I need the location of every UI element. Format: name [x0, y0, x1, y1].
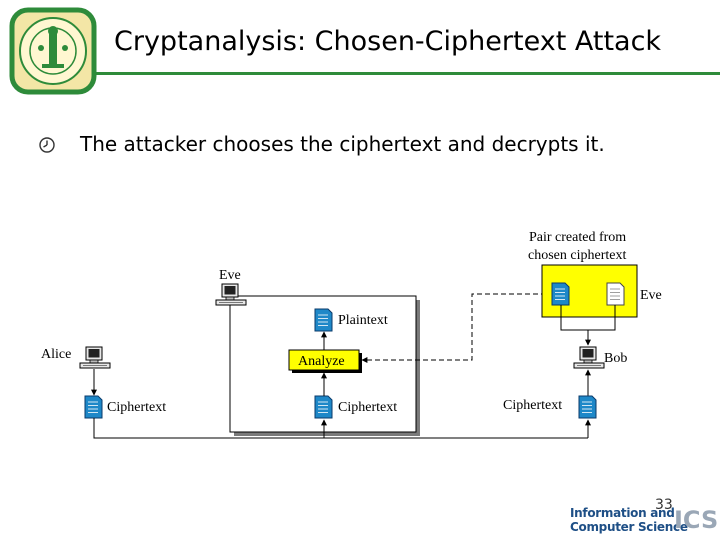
eve-right-label: Eve — [640, 288, 662, 303]
eve-top-computer-icon — [215, 283, 247, 306]
plaintext-document-icon — [314, 308, 333, 332]
title-rule — [96, 72, 720, 75]
page-number: 33 — [655, 497, 673, 513]
slide-title: Cryptanalysis: Chosen-Ciphertext Attack — [114, 26, 662, 57]
bob-label: Bob — [604, 351, 627, 366]
alice-ciphertext-label: Ciphertext — [107, 400, 166, 415]
footer-line1: Information and — [570, 506, 675, 520]
pair-plaintext-document-icon — [606, 282, 625, 306]
plaintext-label: Plaintext — [338, 313, 388, 328]
bullet-text: The attacker chooses the ciphertext and … — [80, 132, 605, 156]
eve-top-label: Eve — [219, 268, 241, 283]
bob-ciphertext-label: Ciphertext — [503, 398, 562, 413]
center-ciphertext-document-icon — [314, 395, 333, 419]
clock-bullet-icon — [39, 137, 55, 153]
university-logo — [8, 6, 98, 96]
university-seal-icon — [9, 7, 97, 95]
analyze-label: Analyze — [298, 354, 345, 369]
center-ciphertext-label: Ciphertext — [338, 400, 397, 415]
footer-line2: Computer Science — [570, 520, 688, 534]
pair-left-to-bob-line — [560, 305, 588, 331]
pair-ciphertext-document-icon — [551, 282, 570, 306]
pair-label-line1: Pair created from — [529, 230, 626, 245]
bob-computer-icon — [573, 346, 605, 369]
pair-right-to-bob-line — [588, 305, 616, 331]
channel-line — [93, 418, 588, 439]
bob-ciphertext-document-icon — [578, 395, 597, 419]
footer-logo: Information and Computer Science ICS — [566, 504, 718, 536]
alice-computer-icon — [79, 346, 111, 369]
alice-ciphertext-document-icon — [84, 395, 103, 419]
pair-label-line2: chosen ciphertext — [528, 248, 626, 263]
pair-to-analyze-dashed-line — [361, 293, 546, 363]
footer-mark: ICS — [674, 506, 719, 534]
alice-label: Alice — [41, 347, 71, 362]
